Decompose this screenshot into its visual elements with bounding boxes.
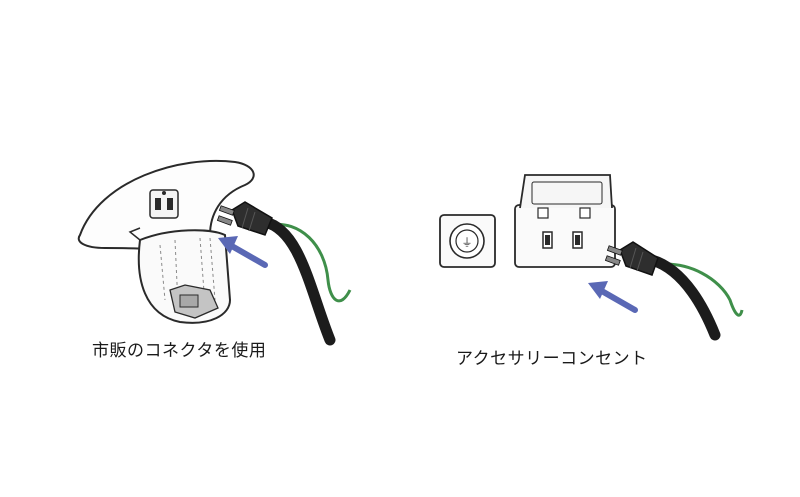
accessory-outlet-illustration: ⏚ <box>430 160 750 370</box>
connector-socket-slot <box>167 198 173 210</box>
ground-wire <box>269 222 352 303</box>
outlet-hinge-tab <box>579 207 591 219</box>
power-cable <box>646 254 721 341</box>
outlet-lid <box>519 174 613 209</box>
connector-hinge <box>128 227 141 241</box>
accessory-outlet-drawing: ⏚ <box>439 174 744 341</box>
dial-inner <box>455 229 479 253</box>
connector-socket-face <box>149 189 179 219</box>
connector-clamp-block <box>179 294 199 308</box>
connector-ground-hole <box>162 191 166 195</box>
connector-inner-cavity <box>159 237 216 306</box>
connector-socket-slot <box>155 198 161 210</box>
outlet-slot <box>545 235 550 245</box>
insert-arrow <box>588 281 638 313</box>
insert-arrow <box>218 236 268 268</box>
connector-drawing <box>77 159 352 346</box>
power-plug <box>604 241 659 276</box>
outlet-lid-recess <box>531 181 603 205</box>
outlet-box <box>514 204 616 268</box>
caption-accessory-outlet: アクセサリーコンセント <box>456 349 648 369</box>
ground-wire <box>654 262 744 317</box>
caption-connector: 市販のコネクタを使用 <box>92 341 267 361</box>
connector-illustration <box>60 140 360 370</box>
outlet-slot <box>575 235 580 245</box>
power-plug <box>216 201 273 236</box>
outlet-hinge-tab <box>537 207 549 219</box>
power-cable <box>259 216 336 346</box>
dial-mark: ⏚ <box>462 236 473 249</box>
